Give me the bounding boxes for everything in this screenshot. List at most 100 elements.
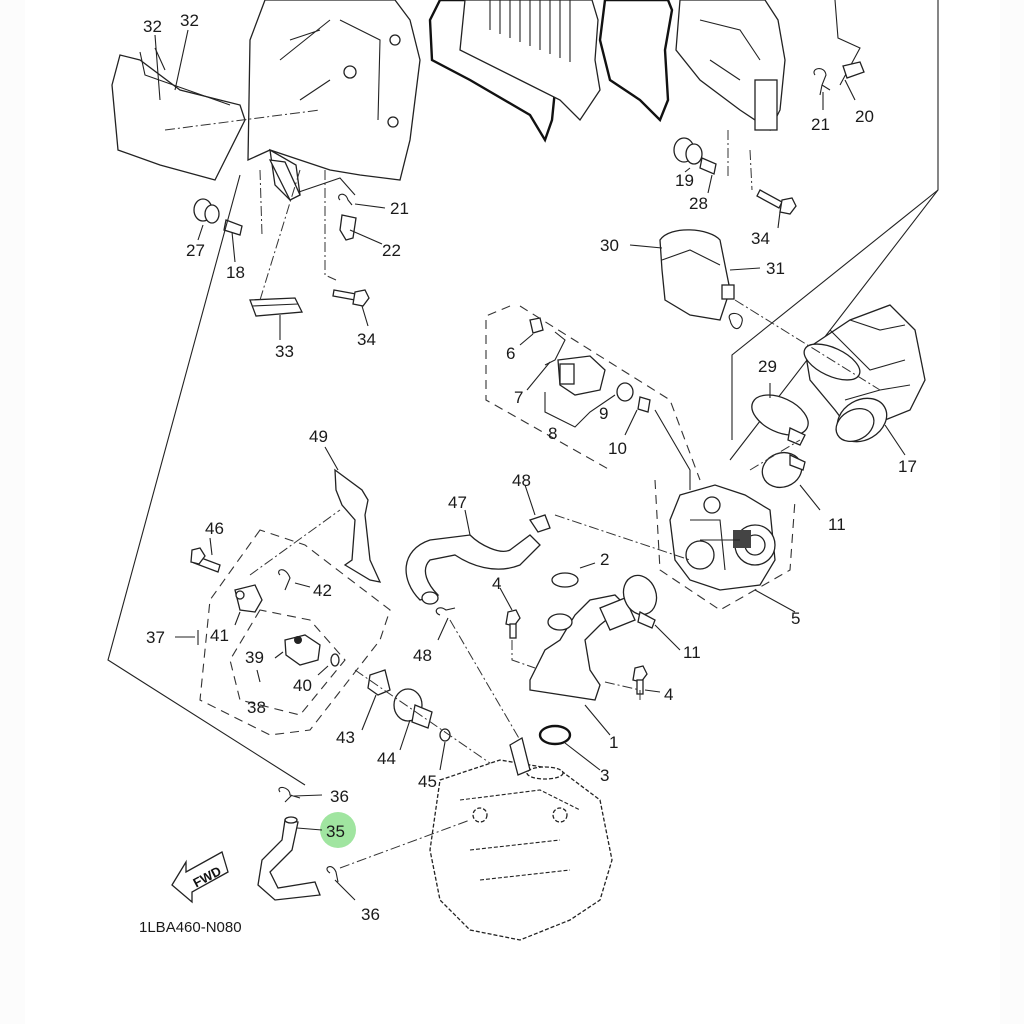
group-box-throttle [654, 479, 796, 611]
callout-2: 2 [600, 550, 609, 569]
callout-37: 37 [146, 628, 165, 647]
clamp-48-upper [528, 514, 551, 533]
clip-36-upper [278, 786, 301, 803]
callout-17: 17 [898, 457, 917, 476]
callout-34b: 34 [751, 229, 770, 248]
assembly-outline-left [107, 174, 306, 786]
clip-near-31 [728, 312, 743, 330]
callout-45: 45 [418, 772, 437, 791]
pad-33 [249, 297, 304, 317]
guide-line-35 [339, 819, 471, 869]
callout-43: 43 [336, 728, 355, 747]
callout-18: 18 [226, 263, 245, 282]
bracket-arm [289, 177, 356, 196]
sensor-hose-line [654, 409, 691, 490]
callout-31: 31 [766, 259, 785, 278]
mount-tab [268, 159, 301, 201]
clamp-11-upper [761, 451, 806, 489]
spring-10 [637, 396, 651, 413]
gasket-43 [367, 669, 391, 696]
callout-36b: 36 [361, 905, 380, 924]
guide-lines-duct [734, 299, 881, 471]
sensor-8 [557, 355, 606, 396]
hose-35 [257, 816, 321, 901]
callout-labels: 32 32 21 22 27 18 33 34 20 21 19 28 34 3… [143, 11, 917, 924]
bolt-46 [190, 547, 221, 573]
o-ring-40 [330, 653, 340, 667]
callout-44: 44 [377, 749, 396, 768]
air-box-case [247, 0, 421, 201]
callout-34a: 34 [357, 330, 376, 349]
callout-32b: 32 [180, 11, 199, 30]
diagram-code-label: 1LBA460-N080 [139, 919, 242, 936]
plug-22 [339, 214, 357, 241]
screw-6 [529, 317, 544, 334]
callout-27: 27 [186, 241, 205, 260]
callout-28: 28 [689, 194, 708, 213]
callout-30: 30 [600, 236, 619, 255]
callout-7: 7 [514, 388, 523, 407]
callout-40: 40 [293, 676, 312, 695]
intake-joint-1 [529, 594, 636, 701]
guide-line-49 [249, 509, 341, 576]
callout-19: 19 [675, 171, 694, 190]
hose-47 [405, 534, 541, 605]
callout-9: 9 [599, 404, 608, 423]
callout-22: 22 [382, 241, 401, 260]
nipple [509, 737, 531, 776]
callout-11b: 11 [683, 643, 701, 662]
callout-36a: 36 [330, 787, 349, 806]
callout-48a: 48 [512, 471, 531, 490]
callout-4b: 4 [664, 685, 673, 704]
bolt-34-left [332, 289, 370, 307]
callout-42: 42 [313, 581, 332, 600]
cap-20 [842, 61, 865, 79]
callout-46: 46 [205, 519, 224, 538]
engine-head [429, 759, 613, 941]
guide-line-34-left [324, 170, 337, 281]
callout-41: 41 [210, 626, 229, 645]
callout-35[interactable]: 35 [326, 822, 345, 841]
group-box-38 [229, 609, 346, 716]
callout-39: 39 [245, 648, 264, 667]
clamp-11-lower [622, 574, 658, 629]
bolt-4-right [632, 665, 648, 695]
guide-line-33 [259, 169, 301, 301]
callout-5: 5 [791, 609, 800, 628]
guide-line-34 [749, 149, 753, 191]
o-ring-9 [616, 382, 634, 402]
hose-clip-21 [813, 68, 831, 96]
callout-47: 47 [448, 493, 467, 512]
callout-49: 49 [309, 427, 328, 446]
leader-lines [154, 29, 906, 901]
bracket-49 [334, 468, 382, 583]
callout-32a: 32 [143, 17, 162, 36]
guide-line-18 [259, 169, 263, 236]
injector-39 [284, 634, 321, 666]
clamp-29 [751, 394, 809, 446]
callout-20: 20 [855, 107, 874, 126]
outline-duct [731, 189, 939, 440]
callout-48b: 48 [413, 646, 432, 665]
grommet-19 [673, 137, 703, 165]
air-filter-element [428, 0, 674, 143]
clip-21-left [338, 193, 353, 206]
grommet-27 [193, 198, 220, 224]
side-cover-32 [111, 47, 321, 181]
guide-lines-bolts [511, 640, 641, 700]
throttle-body-5 [669, 484, 776, 591]
callout-8: 8 [548, 424, 557, 443]
callout-3: 3 [600, 766, 609, 785]
air-box-cover-right [675, 0, 786, 131]
clip-36-lower [326, 866, 339, 883]
callout-21b: 21 [811, 115, 830, 134]
group-box-37 [199, 529, 391, 736]
callout-10: 10 [608, 439, 627, 458]
sensor-cover-30-31 [659, 229, 735, 321]
highlight-marker-35 [320, 812, 356, 848]
callout-38: 38 [247, 698, 266, 717]
callout-21a: 21 [390, 199, 409, 218]
group-box-sensor [485, 305, 701, 481]
callout-6: 6 [506, 344, 515, 363]
